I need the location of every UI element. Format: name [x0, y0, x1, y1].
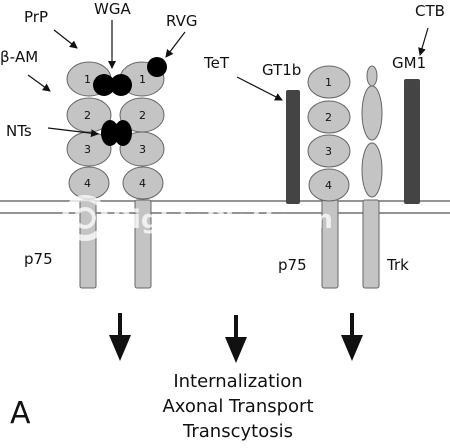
down-arrow-middle-icon: [225, 315, 247, 363]
caption-internalization: Internalization: [173, 371, 302, 392]
svg-text:3: 3: [325, 145, 332, 158]
watermark-logo-icon: [62, 195, 108, 241]
gm1-ganglioside: [404, 79, 420, 204]
p75-label-left: p75: [24, 250, 53, 268]
svg-text:1: 1: [139, 73, 146, 86]
svg-text:3: 3: [139, 143, 146, 156]
svg-text:4: 4: [325, 179, 332, 192]
annotation-arrows: [27, 20, 429, 138]
ctb-label: CTB: [415, 2, 445, 20]
nts-ligand-2: [114, 120, 132, 146]
down-arrow-left-icon: [109, 313, 131, 361]
svg-text:4: 4: [139, 177, 146, 190]
ligands: [93, 57, 167, 146]
gm1-label: GM1: [392, 54, 426, 72]
rvg-ligand: [147, 57, 167, 77]
tet-label: TeT: [203, 54, 230, 72]
trk-receptor: [361, 65, 383, 289]
watermark-text: RightsPlatform: [112, 205, 333, 235]
nts-ligand: [101, 120, 119, 146]
molecule-labels: PrP WGA RVG β-AM NTs TeT GT1b CTB GM1 p7…: [0, 0, 445, 274]
p75-dimer-left: [66, 61, 165, 289]
svg-text:2: 2: [84, 109, 91, 122]
caption-transcytosis: Transcytosis: [182, 421, 293, 442]
wga-ligand-2: [110, 74, 132, 96]
rvg-label: RVG: [166, 12, 198, 30]
wga-label: WGA: [94, 0, 131, 18]
domain-numbers-left: 1 2 3 4 1 2 3 4: [84, 73, 146, 190]
downward-arrows: [109, 313, 363, 363]
prp-label: PrP: [24, 8, 48, 26]
caption-axonal-transport: Axonal Transport: [162, 396, 313, 417]
gt1b-label: GT1b: [262, 61, 301, 79]
gt1b-ganglioside: [286, 90, 300, 204]
svg-text:4: 4: [84, 177, 91, 190]
process-caption: Internalization Axonal Transport Transcy…: [162, 371, 313, 442]
gangliosides: [286, 79, 420, 204]
p75-monomer-right: 1 2 3 4: [307, 65, 351, 289]
panel-label: A: [10, 396, 31, 431]
svg-text:1: 1: [325, 76, 332, 89]
svg-text:1: 1: [84, 73, 91, 86]
trk-label: Trk: [386, 256, 409, 274]
watermark: RightsPlatform: [62, 195, 333, 241]
nts-label: NTs: [6, 122, 32, 140]
wga-ligand: [93, 74, 115, 96]
p75-label-right: p75: [278, 256, 307, 274]
svg-text:2: 2: [139, 109, 146, 122]
beta-am-label: β-AM: [0, 48, 38, 66]
down-arrow-right-icon: [341, 313, 363, 361]
svg-text:3: 3: [84, 143, 91, 156]
svg-text:2: 2: [325, 111, 332, 124]
